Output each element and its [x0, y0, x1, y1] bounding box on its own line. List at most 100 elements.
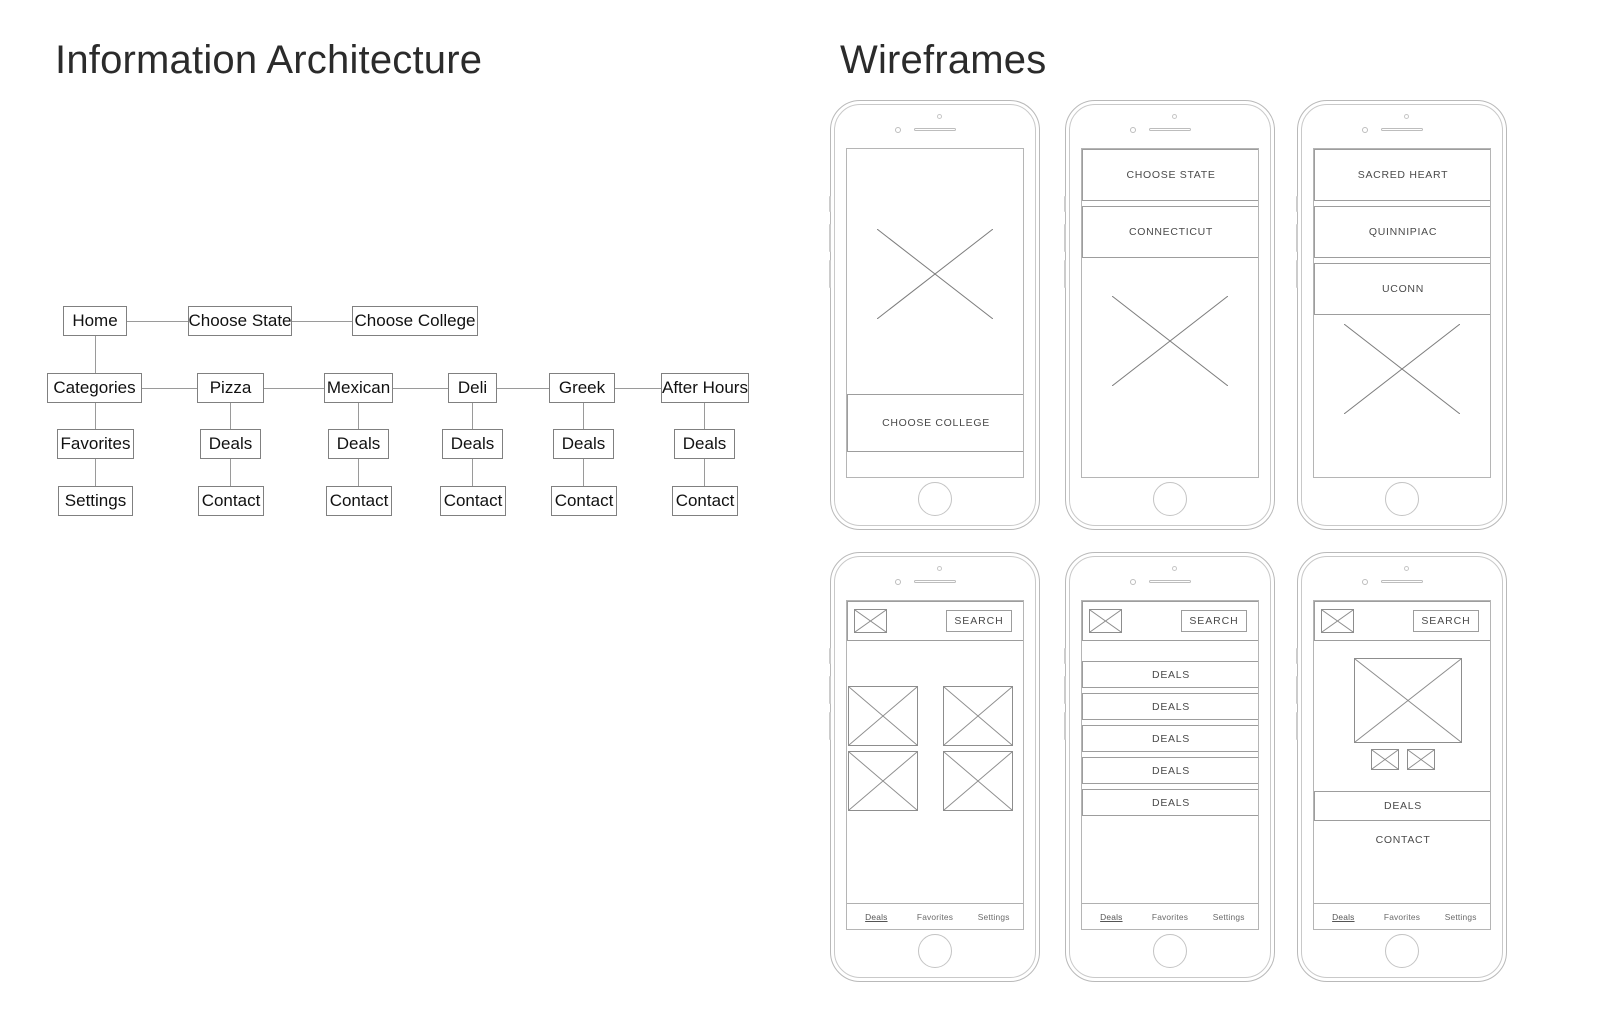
college-option-uconn[interactable]: UCONN [1314, 263, 1490, 315]
deals-list-item-3[interactable]: DEALS [1082, 725, 1258, 752]
tab-deals[interactable]: Deals [1314, 912, 1373, 922]
phone-mockup-2: CHOOSE STATE CONNECTICUT [1064, 100, 1275, 530]
home-button[interactable] [918, 934, 952, 968]
tab-settings[interactable]: Settings [964, 912, 1023, 922]
ia-node-deals-after-hours[interactable]: Deals [674, 429, 735, 459]
page-title-information-architecture: Information Architecture [55, 38, 483, 82]
tab-favorites[interactable]: Favorites [1141, 912, 1200, 922]
phone-side-button-volume-up[interactable] [1296, 676, 1298, 704]
college-option-quinnipiac[interactable]: QUINNIPIAC [1314, 206, 1490, 258]
phone-side-button-silent[interactable] [1296, 196, 1298, 212]
hero-image-placeholder-icon[interactable] [1354, 658, 1462, 743]
deals-list-item-5[interactable]: DEALS [1082, 789, 1258, 816]
connector-dealsmexican-contact [358, 459, 360, 501]
logo-placeholder-icon[interactable] [854, 609, 887, 633]
category-tile-2[interactable] [943, 686, 1013, 746]
ia-node-contact-mexican[interactable]: Contact [326, 486, 392, 516]
phone-side-button-volume-up[interactable] [1296, 224, 1298, 252]
thumbnail-placeholder-icon-2[interactable] [1407, 749, 1435, 770]
deals-list-item-1[interactable]: DEALS [1082, 661, 1258, 688]
choose-college-button[interactable]: CHOOSE COLLEGE [847, 394, 1023, 452]
deals-list-item-5-label: DEALS [1152, 796, 1190, 809]
app-header-bar [1314, 601, 1490, 641]
home-button[interactable] [1385, 482, 1419, 516]
ia-node-greek[interactable]: Greek [549, 373, 615, 403]
earpiece-speaker-icon [914, 580, 956, 584]
deals-list-item-1-label: DEALS [1152, 668, 1190, 681]
phone-side-button-volume-down[interactable] [1064, 712, 1066, 740]
earpiece-speaker-icon [1149, 128, 1191, 132]
phone-side-button-silent[interactable] [829, 648, 831, 664]
home-button[interactable] [1385, 934, 1419, 968]
ia-node-pizza[interactable]: Pizza [197, 373, 264, 403]
search-button-label: SEARCH [1421, 615, 1471, 627]
ia-node-deals-greek[interactable]: Deals [553, 429, 614, 459]
category-tile-3[interactable] [848, 751, 918, 811]
phone-side-button-silent[interactable] [829, 196, 831, 212]
tab-deals[interactable]: Deals [1082, 912, 1141, 922]
proximity-sensor-icon [895, 579, 901, 585]
ia-node-contact-greek[interactable]: Contact [551, 486, 617, 516]
category-tile-1[interactable] [848, 686, 918, 746]
ia-node-contact-after-hours[interactable]: Contact [672, 486, 738, 516]
phone-side-button-volume-up[interactable] [829, 676, 831, 704]
phone-side-button-volume-up[interactable] [1064, 224, 1066, 252]
ia-node-choose-state[interactable]: Choose State [188, 306, 292, 336]
phone-side-button-volume-down[interactable] [1296, 712, 1298, 740]
search-button[interactable]: SEARCH [1181, 610, 1247, 632]
tab-settings[interactable]: Settings [1199, 912, 1258, 922]
college-option-sacred-heart[interactable]: SACRED HEART [1314, 149, 1490, 201]
ia-node-choose-college[interactable]: Choose College [352, 306, 478, 336]
deals-list-item-2[interactable]: DEALS [1082, 693, 1258, 720]
deals-list-item-4[interactable]: DEALS [1082, 757, 1258, 784]
search-button[interactable]: SEARCH [946, 610, 1012, 632]
logo-placeholder-icon[interactable] [1321, 609, 1354, 633]
home-button[interactable] [1153, 934, 1187, 968]
choose-state-header[interactable]: CHOOSE STATE [1082, 149, 1258, 201]
phone-side-button-volume-up[interactable] [1064, 676, 1066, 704]
tab-settings[interactable]: Settings [1431, 912, 1490, 922]
ia-node-contact-pizza[interactable]: Contact [198, 486, 264, 516]
phone-side-button-volume-down[interactable] [829, 260, 831, 288]
app-header-bar [847, 601, 1023, 641]
contact-row[interactable]: CONTACT [1314, 825, 1490, 855]
ia-node-deli[interactable]: Deli [448, 373, 497, 403]
phone-side-button-volume-up[interactable] [829, 224, 831, 252]
connector-categories-pizza [141, 388, 197, 390]
tab-deals[interactable]: Deals [847, 912, 906, 922]
ia-node-contact-deli[interactable]: Contact [440, 486, 506, 516]
tab-favorites[interactable]: Favorites [1373, 912, 1432, 922]
phone-mockup-5: SEARCH DEALS DEALS DEALS DEALS DEALS Dea… [1064, 552, 1275, 982]
phone-side-button-volume-down[interactable] [829, 712, 831, 740]
proximity-sensor-icon [1362, 579, 1368, 585]
ia-node-home[interactable]: Home [63, 306, 127, 336]
ia-node-deals-mexican-label: Deals [336, 434, 381, 453]
search-button[interactable]: SEARCH [1413, 610, 1479, 632]
phone-side-button-volume-down[interactable] [1064, 260, 1066, 288]
category-tile-4[interactable] [943, 751, 1013, 811]
connector-greek-afterhours [614, 388, 662, 390]
ia-node-deals-mexican[interactable]: Deals [328, 429, 389, 459]
ia-node-deals-deli[interactable]: Deals [442, 429, 503, 459]
deals-button[interactable]: DEALS [1314, 791, 1490, 821]
tab-deals-label: Deals [1332, 911, 1355, 922]
tab-favorites[interactable]: Favorites [906, 912, 965, 922]
college-option-sacred-heart-label: SACRED HEART [1357, 169, 1449, 181]
ia-node-mexican[interactable]: Mexican [324, 373, 393, 403]
logo-placeholder-icon[interactable] [1089, 609, 1122, 633]
ia-node-settings[interactable]: Settings [58, 486, 133, 516]
home-button[interactable] [918, 482, 952, 516]
choose-college-button-label: CHOOSE COLLEGE [882, 417, 990, 429]
ia-node-favorites[interactable]: Favorites [57, 429, 134, 459]
phone-side-button-volume-down[interactable] [1296, 260, 1298, 288]
state-option-connecticut[interactable]: CONNECTICUT [1082, 206, 1258, 258]
phone-side-button-silent[interactable] [1296, 648, 1298, 664]
phone-side-button-silent[interactable] [1064, 648, 1066, 664]
thumbnail-placeholder-icon-1[interactable] [1371, 749, 1399, 770]
ia-node-after-hours[interactable]: After Hours [661, 373, 749, 403]
state-option-connecticut-label: CONNECTICUT [1128, 226, 1214, 238]
home-button[interactable] [1153, 482, 1187, 516]
phone-side-button-silent[interactable] [1064, 196, 1066, 212]
ia-node-categories[interactable]: Categories [47, 373, 142, 403]
ia-node-deals-pizza[interactable]: Deals [200, 429, 261, 459]
